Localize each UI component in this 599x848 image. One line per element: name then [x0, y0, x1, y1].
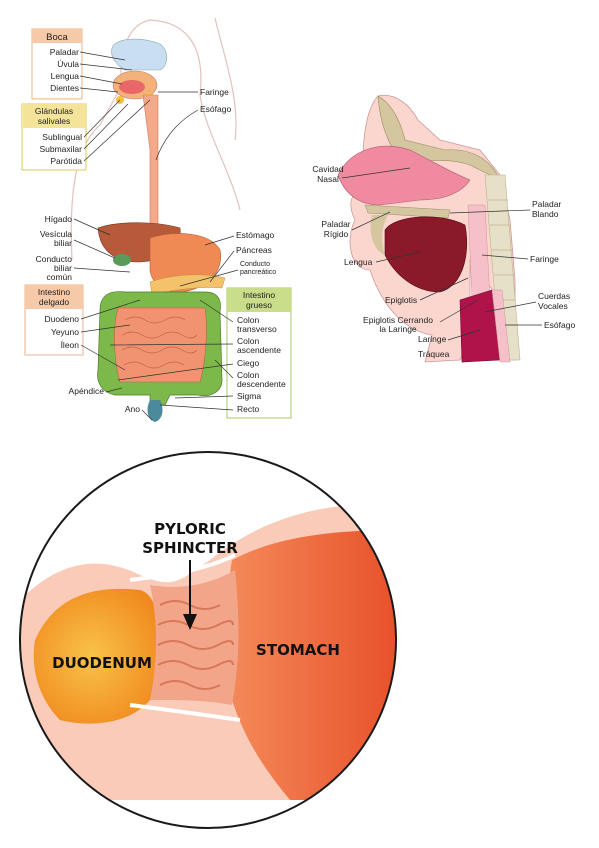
body-outline: [70, 19, 241, 261]
grueso-title-1: Intestino: [243, 290, 275, 300]
label-colon-descendente-2: descendente: [237, 379, 286, 389]
label-conducto-2: biliar: [54, 263, 72, 273]
label-parotida: Parótida: [50, 156, 82, 166]
body-outline-right: [214, 17, 237, 141]
inner-lumen-bottom: [129, 703, 241, 722]
esophagus-shape: [491, 289, 511, 363]
label-submaxilar: Submaxilar: [39, 144, 82, 154]
label-conducto-pancreatico-1: Conducto: [240, 261, 270, 268]
label-faringe: Faringe: [200, 87, 229, 97]
label-epiglotis: Epiglotis: [385, 295, 417, 305]
label-cuerdas-1: Cuerdas: [538, 291, 570, 301]
label-colon-transverso-1: Colon: [237, 315, 259, 325]
pointer-arrow-head: [183, 614, 197, 630]
label-cavidad-1: Cavidad: [312, 164, 343, 174]
label-laringe: Laringe: [418, 334, 447, 344]
label-sphincter: SPHINCTER: [142, 539, 238, 557]
grueso-box-header: [227, 288, 291, 312]
nasal-cavity: [111, 38, 168, 71]
label-pyloric: PYLORIC: [154, 520, 226, 538]
label-uvula: Úvula: [57, 59, 79, 69]
boca-box-header: [32, 29, 82, 43]
label-conducto-3: común: [46, 272, 72, 282]
pyloric-sphincter-diagram: PYLORIC SPHINCTER DUODENUM STOMACH: [19, 451, 397, 829]
hard-palate: [364, 204, 451, 219]
label-sublingual: Sublingual: [42, 132, 82, 142]
delgado-title-2: delgado: [39, 297, 70, 307]
label-estomago: Estómago: [236, 230, 275, 240]
glandulas-title-2: salivales: [38, 116, 71, 126]
pancreas: [149, 274, 226, 295]
label-paladar-blando-1: Paladar: [532, 199, 561, 209]
label-duodeno: Duodeno: [44, 314, 79, 324]
boca-title: Boca: [46, 32, 68, 43]
tongue-shape: [384, 216, 468, 293]
label-vesicula-2: biliar: [54, 238, 72, 248]
label-higado: Hígado: [45, 214, 73, 224]
label-ciego: Ciego: [237, 358, 259, 368]
label-duodenum: DUODENUM: [52, 654, 152, 672]
label-lengua-head: Lengua: [344, 257, 373, 267]
label-epiglotis-cerrando-2: la Laringe: [379, 324, 417, 334]
rectum: [147, 400, 163, 422]
label-faringe-head: Faringe: [530, 254, 559, 264]
glandulas-box-header: [22, 104, 86, 128]
label-colon-ascendente-2: ascendente: [237, 345, 281, 355]
tongue: [119, 80, 145, 94]
delgado-title-1: Intestino: [38, 287, 70, 297]
gallbladder: [113, 254, 131, 266]
label-cuerdas-2: Vocales: [538, 301, 568, 311]
head-section-diagram: Cavidad Nasal Paladar Blando Paladar Ríg…: [312, 94, 575, 363]
label-colon-ascendente-1: Colon: [237, 336, 259, 346]
label-pancreas: Páncreas: [236, 245, 272, 255]
label-epiglotis-cerrando-1: Epiglotis Cerrando: [363, 315, 433, 325]
inner-lumen-top: [129, 553, 236, 582]
label-colon-descendente-1: Colon: [237, 370, 259, 380]
digestive-system-diagram: Boca Paladar Úvula Lengua Dientes Glándu…: [21, 17, 292, 422]
label-paladar: Paladar: [50, 47, 79, 57]
nasal-cavity-shape: [337, 145, 471, 206]
label-colon-transverso-2: transverso: [237, 324, 277, 334]
label-vesicula-1: Vesícula: [40, 229, 72, 239]
label-recto: Recto: [237, 404, 259, 414]
label-conducto-pancreatico-2: pancreático: [240, 269, 276, 276]
vertebrae-lines: [488, 199, 518, 326]
small-intestine-folds: [121, 316, 198, 369]
grueso-title-2: grueso: [246, 300, 272, 310]
teeth-jaw: [370, 215, 388, 255]
glandulas-title-1: Glándulas: [35, 106, 73, 116]
label-sigma: Sigma: [237, 391, 261, 401]
label-ileon: Íleon: [61, 340, 80, 350]
label-paladar-rigido-1: Paladar: [321, 219, 350, 229]
label-esofago: Esófago: [200, 104, 231, 114]
label-apendice: Apéndice: [69, 386, 105, 396]
esophagus: [142, 94, 159, 241]
small-intestine: [114, 307, 207, 383]
duodenum-shape: [33, 588, 162, 724]
label-dientes: Dientes: [50, 83, 79, 93]
label-lengua: Lengua: [51, 71, 80, 81]
label-traquea: Tráquea: [418, 349, 450, 359]
label-stomach: STOMACH: [256, 641, 340, 659]
label-yeyuno: Yeyuno: [51, 327, 79, 337]
label-esofago-head: Esófago: [544, 320, 575, 330]
label-ano: Ano: [125, 404, 140, 414]
label-paladar-rigido-2: Rígido: [324, 229, 349, 239]
delgado-box-header: [25, 285, 83, 309]
label-conducto-1: Conducto: [36, 254, 73, 264]
inset-circle-border: [19, 451, 397, 829]
sphincter-shape: [150, 570, 239, 705]
label-cavidad-2: Nasal: [317, 174, 339, 184]
label-paladar-blando-2: Blando: [532, 209, 559, 219]
stomach-shape: [227, 530, 396, 800]
